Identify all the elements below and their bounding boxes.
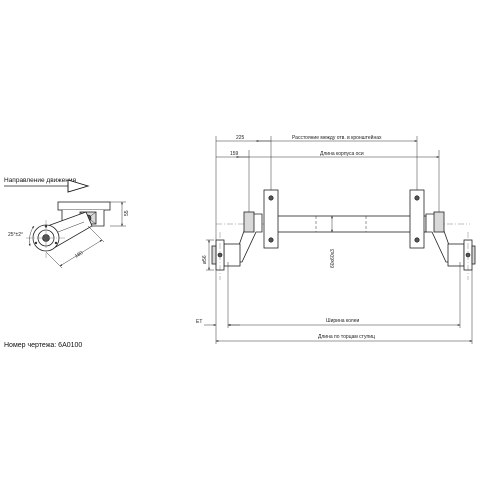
diameter-value: ø56 <box>202 255 208 264</box>
length-dimension: 180 <box>45 225 105 269</box>
dim-159: 159 <box>230 151 239 157</box>
et-dimension: ET <box>196 319 240 326</box>
tube-size: 60х60х3 <box>330 249 336 268</box>
front-view: 225 Расстояние между отв. в кронштейнах … <box>196 134 476 344</box>
diameter-dimension: ø56 <box>202 239 214 271</box>
bracket-distance-label: Расстояние между отв. в кронштейнах <box>292 134 382 141</box>
right-bracket <box>409 189 425 249</box>
left-bracket <box>263 189 279 249</box>
height-dimension: 55 <box>110 201 130 227</box>
body-length-label: Длина корпуса оси <box>320 151 364 157</box>
dim-225: 225 <box>236 135 245 141</box>
side-view: Направление движения <box>4 177 130 269</box>
angle-value: 25°±2° <box>8 232 23 238</box>
height-value: 55 <box>124 210 130 216</box>
axle-tube <box>265 215 427 233</box>
hub-length-label: Длина по торцам ступиц <box>318 334 375 340</box>
right-hub <box>447 239 476 271</box>
hub-length-dimension: Длина по торцам ступиц <box>215 334 473 342</box>
direction-label: Направление движения <box>4 177 76 184</box>
body-length-dimension: 159 Длина корпуса оси <box>216 151 440 158</box>
track-width-dimension: Ширина колеи <box>227 318 461 326</box>
length-value: 180 <box>74 250 84 260</box>
bracket-distance-dimension: 225 Расстояние между отв. в кронштейнах <box>216 134 418 142</box>
direction-arrow <box>4 179 90 193</box>
drawing-number: Номер чертежа: 6А0100 <box>4 342 82 349</box>
et-value: ET <box>196 319 202 325</box>
tube-dimension: 60х60х3 <box>330 215 336 268</box>
angle-dimension: 25°±2° <box>8 225 35 247</box>
track-width-label: Ширина колеи <box>326 318 359 324</box>
